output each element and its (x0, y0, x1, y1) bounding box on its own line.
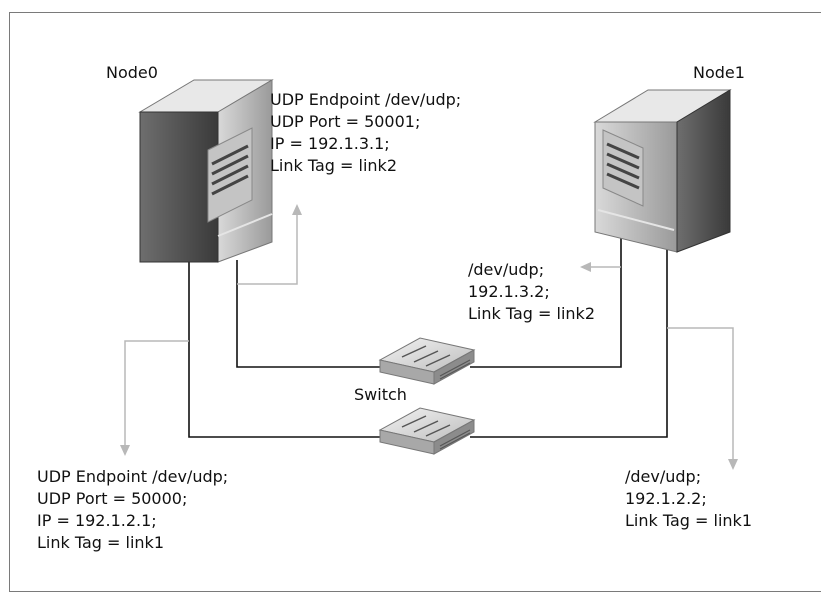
endpoint-line: 192.1.2.2; (625, 489, 707, 508)
endpoint-line: Link Tag = link1 (625, 511, 752, 530)
arrowhead-up-icon (292, 204, 302, 215)
cable-link1 (188, 260, 382, 438)
diagram-frame (9, 12, 821, 592)
callout-arrowheads (120, 204, 738, 470)
server-node0-icon (138, 79, 274, 263)
endpoint-node1-link1: /dev/udp; 192.1.2.2; Link Tag = link1 (625, 466, 752, 532)
endpoint-node0-link2: UDP Endpoint /dev/udp; UDP Port = 50001;… (270, 89, 461, 177)
endpoint-line: /dev/udp; (625, 467, 702, 486)
endpoint-node1-link2: /dev/udp; 192.1.3.2; Link Tag = link2 (468, 259, 595, 325)
switch-link1-icon (378, 407, 476, 455)
endpoint-node0-link1: UDP Endpoint /dev/udp; UDP Port = 50000;… (37, 466, 228, 554)
arrowhead-down-icon (120, 445, 130, 456)
endpoint-line: IP = 192.1.2.1; (37, 511, 157, 530)
endpoint-line: /dev/udp; (468, 260, 545, 279)
cables (188, 237, 668, 438)
endpoint-line: Link Tag = link2 (468, 304, 595, 323)
endpoint-line: Link Tag = link1 (37, 533, 164, 552)
callout-node0-link1 (124, 340, 189, 448)
callouts (124, 212, 734, 462)
cable-link2 (236, 260, 382, 368)
node1-label: Node1 (693, 63, 745, 82)
callout-node1-link1 (667, 327, 734, 462)
switch-label: Switch (354, 385, 407, 404)
server-node1-icon (593, 89, 732, 253)
endpoint-line: 192.1.3.2; (468, 282, 550, 301)
endpoint-line: Link Tag = link2 (270, 156, 397, 175)
switch-link2-icon (378, 337, 476, 385)
endpoint-line: UDP Port = 50001; (270, 112, 421, 131)
cable-link2-right (470, 237, 622, 368)
arrowhead-down-icon (728, 459, 738, 470)
arrowhead-left-icon (580, 262, 591, 272)
node0-label: Node0 (106, 63, 158, 82)
callout-node0-link2 (237, 212, 298, 285)
cable-link1-right (470, 237, 668, 438)
endpoint-line: UDP Port = 50000; (37, 489, 188, 508)
endpoint-line: IP = 192.1.3.1; (270, 134, 390, 153)
endpoint-line: UDP Endpoint /dev/udp; (270, 90, 462, 109)
endpoint-line: UDP Endpoint /dev/udp; (37, 467, 229, 486)
